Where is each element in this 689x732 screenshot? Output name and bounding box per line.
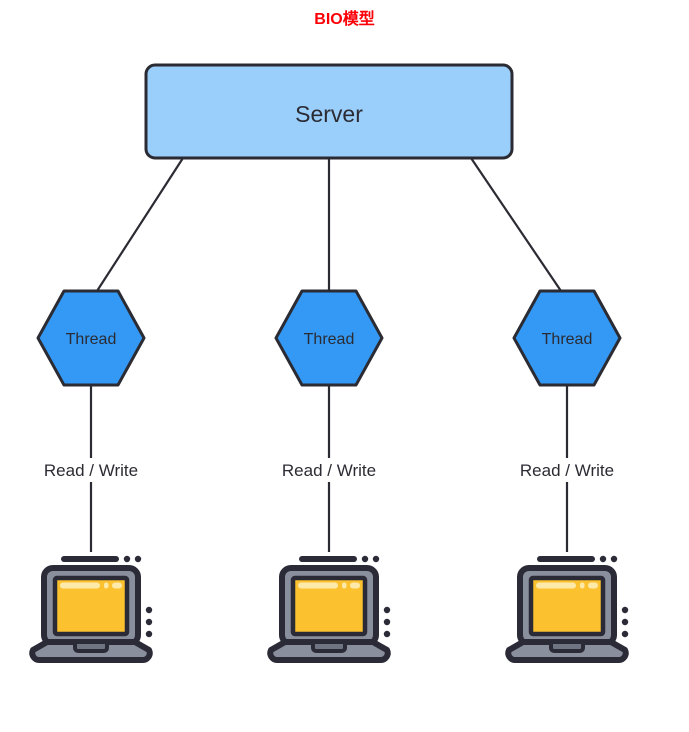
read-write-label-1: Read / Write bbox=[44, 461, 138, 480]
thread-label-1: Thread bbox=[66, 331, 117, 348]
edge-server-to-thread-1 bbox=[96, 157, 184, 292]
thread-hexagon-1[interactable] bbox=[36, 289, 146, 387]
thread-node-1[interactable]: Thread bbox=[36, 289, 146, 387]
client-laptop-1[interactable] bbox=[32, 556, 152, 660]
edge-group-server-threads bbox=[96, 157, 562, 292]
laptop-icon[interactable] bbox=[270, 556, 390, 660]
laptop-icon[interactable] bbox=[508, 556, 628, 660]
server-box[interactable] bbox=[144, 63, 514, 160]
edge-server-to-thread-3 bbox=[470, 157, 562, 292]
thread-hexagon-2[interactable] bbox=[274, 289, 384, 387]
laptop-icon[interactable] bbox=[32, 556, 152, 660]
read-write-label-3: Read / Write bbox=[520, 461, 614, 480]
thread-node-3[interactable]: Thread bbox=[512, 289, 622, 387]
thread-hexagon-3[interactable] bbox=[512, 289, 622, 387]
server-label: Server bbox=[295, 101, 363, 127]
thread-label-2: Thread bbox=[304, 331, 355, 348]
thread-label-3: Thread bbox=[542, 331, 593, 348]
server-node[interactable]: Server bbox=[144, 63, 514, 160]
thread-node-2[interactable]: Thread bbox=[274, 289, 384, 387]
diagram-title: BIO模型 bbox=[314, 9, 374, 28]
client-laptop-2[interactable] bbox=[270, 556, 390, 660]
edge-group-thread-clients bbox=[89, 385, 569, 552]
client-laptop-3[interactable] bbox=[508, 556, 628, 660]
read-write-label-2: Read / Write bbox=[282, 461, 376, 480]
read-write-label-group: Read / Write Read / Write Read / Write bbox=[44, 461, 614, 480]
